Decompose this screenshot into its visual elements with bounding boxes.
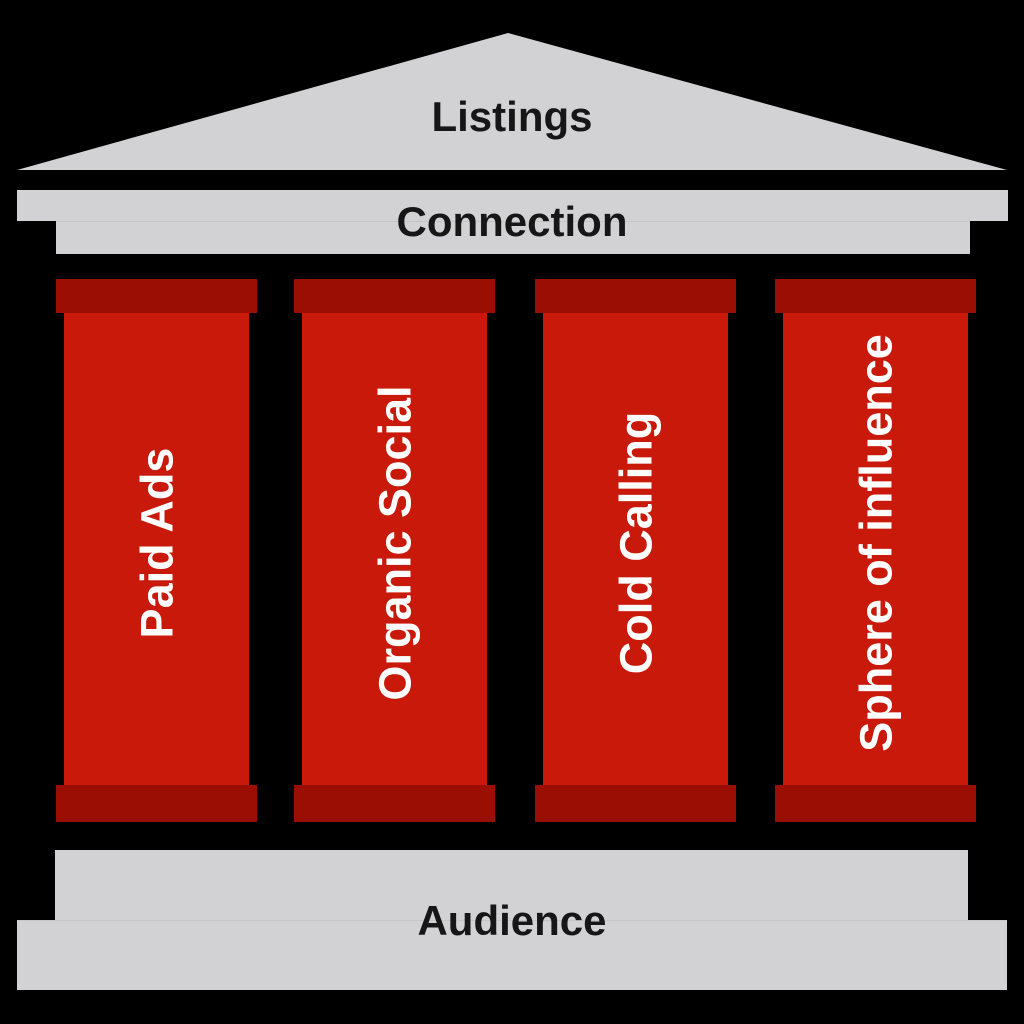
base-top-tier [55, 850, 968, 920]
pillar-shaft [302, 313, 487, 785]
pillar-label: Paid Ads [131, 447, 182, 639]
roof-label: Listings [431, 93, 593, 140]
pillar-paid-ads: Paid Ads [56, 279, 257, 822]
pediment-roof: Listings [17, 33, 1007, 170]
pillar-label: Sphere of influence [850, 334, 901, 752]
pillar-sphere-of-influence: Sphere of influence [775, 279, 976, 822]
base-bottom-tier [17, 920, 1007, 990]
pillar-base [56, 785, 257, 822]
pillar-label: Cold Calling [610, 411, 661, 675]
pillar-label: Organic Social [369, 385, 420, 701]
architrave-beam [56, 221, 970, 254]
beam-label: Connection [396, 198, 628, 245]
pillar-base [775, 785, 976, 822]
pillar-base [535, 785, 736, 822]
pillar-shaft [543, 313, 728, 785]
cornice-beam [17, 190, 1008, 221]
pillar-shaft [783, 313, 968, 785]
base-label: Audience [417, 897, 607, 944]
pillar-capital [294, 279, 495, 313]
pillar-capital [56, 279, 257, 313]
pillar-shaft [64, 313, 249, 785]
pillar-base [294, 785, 495, 822]
pillar-capital [775, 279, 976, 313]
pillar-cold-calling: Cold Calling [535, 279, 736, 822]
pillar-organic-social: Organic Social [294, 279, 495, 822]
pillar-capital [535, 279, 736, 313]
